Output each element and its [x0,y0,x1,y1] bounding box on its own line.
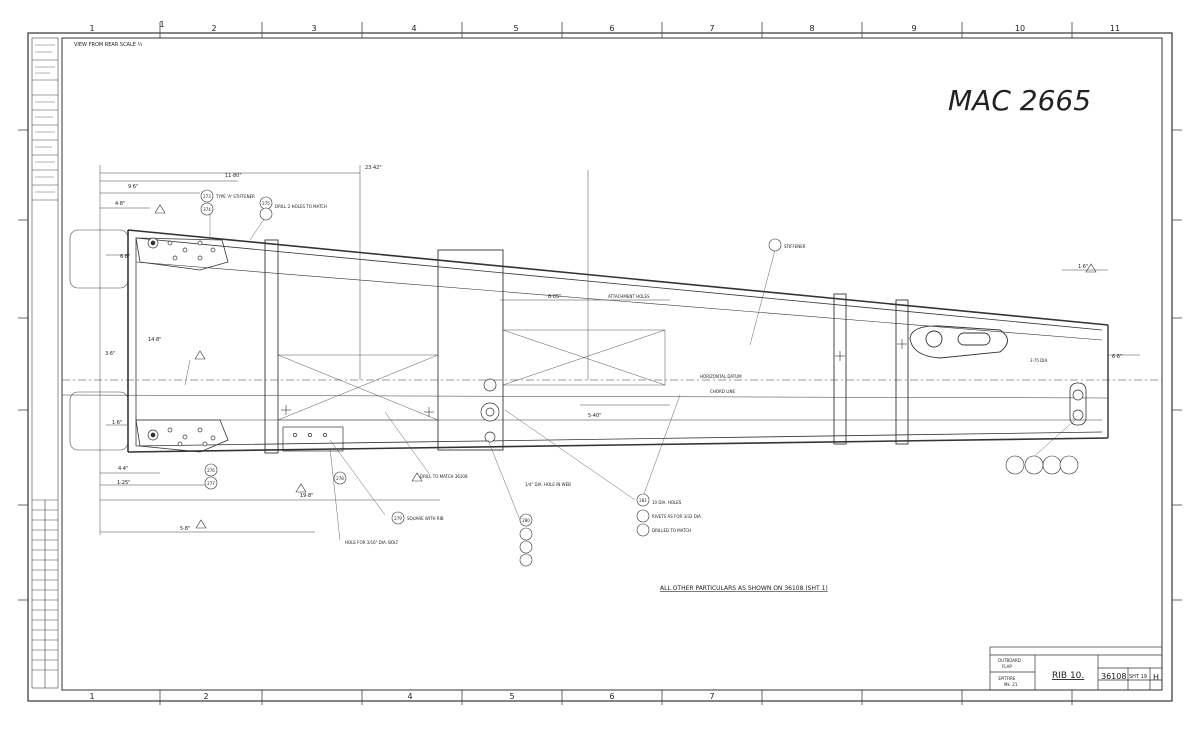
title-label-1: OUTBOARD [998,658,1021,663]
grid-col-bottom-6: 6 [609,692,614,701]
main-note: ALL OTHER PARTICULARS AS SHOWN ON 36108 … [660,585,828,592]
revision-strip-scribbles [35,44,55,193]
title-aircraft: SPITFIRE [998,676,1016,681]
top-view-note: VIEW FROM REAR SCALE ½ [74,41,143,48]
grid-col-bottom-7: 7 [709,692,714,701]
dim-overall: 23·42" [365,165,382,171]
dim-e: 14·8" [148,337,161,343]
diagonal-bracing [277,329,666,421]
outer-border [27,32,1173,702]
gusset-plates [135,237,229,453]
callout-stiffener: TYPE 'A' STIFFENER [215,194,255,199]
crosshair-marks [281,339,907,417]
stamp-0: 273 [203,194,211,199]
grid-col-1: 1 [159,20,164,29]
drawing-number: 36108 [1101,672,1126,681]
bolt-holes [147,237,1084,447]
grid-col-11: 11 [1110,24,1120,33]
grid-col-bottom-5: 5 [509,692,514,701]
title-block [989,646,1163,691]
column-grid-ticks [18,22,1182,705]
revision-strip [31,37,59,689]
callout-attachment-holes: ATTACHMENT HOLES [608,294,650,299]
grid-col-10: 10 [1015,24,1025,33]
stamp-8: 281 [639,498,647,503]
grid-col-8: 8 [809,24,814,33]
dim-g: 19·8" [300,493,313,499]
dim-i: 4·4" [118,466,128,472]
dim-l: 8·05" [548,294,561,300]
grid-col-5: 5 [513,24,518,33]
dim-j: 1·25" [117,480,130,486]
lightening-slot [909,325,1008,359]
part-stamps [200,189,1079,567]
grid-col-3: 3 [311,24,316,33]
title-label-2: FLAP [1002,664,1012,669]
callout-hole-in-web: 1/4" DIA. HOLE IN WEB [525,482,571,487]
dim-k: 1·6" [112,420,122,426]
callout-drilled-to-match: DRILLED TO MATCH [652,528,691,533]
inner-border [61,37,1163,691]
grid-col-bottom-2: 2 [203,692,208,701]
callout-bolt-hole: HOLE FOR 3/16" DIA. BOLT [345,540,399,545]
dim-d: 6·8" [120,254,130,260]
grid-col-9: 9 [911,24,916,33]
revision-triangles [154,204,1097,529]
grid-col-7: 7 [709,24,714,33]
callout-drill-to-match: DRILL TO MATCH 36108 [420,474,468,479]
stamp-1: 374 [203,207,211,212]
stamp-3: 276 [207,468,215,473]
grid-col-6: 6 [609,24,614,33]
stamp-4: 277 [207,481,215,486]
dim-b: 9·6" [128,184,138,190]
callout-square-with-rib: SQUARE WITH RIB [407,516,444,521]
grid-col-bottom-4: 4 [407,692,412,701]
dim-n: 1·6" [1078,264,1088,270]
sheet-number: SHT 19 [1129,674,1147,680]
stamp-6: 279 [394,516,402,521]
trailing-fitting [1069,382,1087,426]
revision-letter: H [1153,673,1159,682]
leading-edge-tabs [69,229,129,451]
dim-f: 3·6" [105,351,115,357]
stamp-5: 278 [336,476,344,481]
rib-outline [61,229,1162,453]
grid-col-0: 1 [89,24,94,33]
callout-stiffener-right: STIFFENER [784,244,806,249]
callout-horizontal-datum: HORIZONTAL DATUM [700,374,742,379]
callout-dia: 3·75 DIA. [1030,358,1048,363]
lower-bracket [282,426,344,452]
dim-m: 5·40" [588,413,601,419]
dimension-lines [99,165,1140,535]
stiffener-members [264,239,909,454]
callout-drill-holes: DRILL 2 HOLES TO MATCH [275,204,327,209]
dim-c: 4·8" [115,201,125,207]
callout-rivets: RIVETS AS FOR 3/32 DIA. [652,514,702,519]
grid-col-bottom-0: 1 [89,692,94,701]
grid-col-4: 4 [411,24,416,33]
callout-dia-holes: 10 DIA. HOLES [652,500,682,505]
stamp-7: 280 [522,518,530,523]
dim-o: 6·6" [1112,354,1122,360]
grid-col-2: 2 [211,24,216,33]
handwritten-drawing-id: MAC 2665 [948,84,1091,117]
callout-chord-line: CHORD LINE [710,389,735,394]
dim-h: 5·8" [180,526,190,532]
dim-a: 11·80" [225,173,242,179]
title-mark: Mk. 21 [1004,682,1018,687]
drawing-title: RIB 10. [1052,671,1084,681]
stamp-2: 275 [262,201,270,206]
